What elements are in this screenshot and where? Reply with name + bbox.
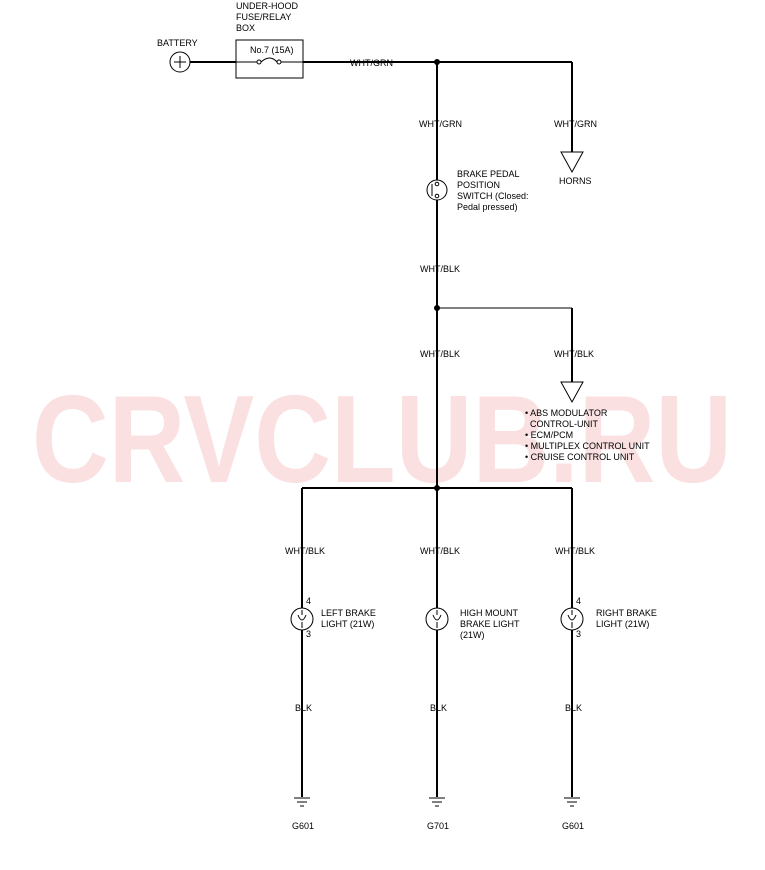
after-switch-label: WHT/BLK (420, 264, 460, 274)
ground-left-icon (294, 797, 310, 807)
ground-center-icon (429, 797, 445, 807)
watermark: CRVCLUB.RU (32, 371, 732, 509)
left-pin-top: 4 (306, 596, 311, 606)
right-pin-bottom: 3 (576, 629, 581, 639)
switch-label-4: Pedal pressed) (457, 202, 518, 212)
ground-left-label: G601 (292, 821, 314, 831)
modules-arrow-icon (560, 381, 584, 404)
module-3: • MULTIPLEX CONTROL UNIT (525, 441, 650, 451)
horns-arrow-icon (560, 151, 584, 174)
left-light-label-2: LIGHT (21W) (321, 619, 374, 629)
left-ground-wire-label: BLK (295, 703, 312, 713)
fuse-box-label-2: FUSE/RELAY (236, 12, 291, 22)
left-pin-bottom: 3 (306, 629, 311, 639)
fuse-label: No.7 (15A) (250, 45, 294, 55)
right-light-wire-label: WHT/BLK (555, 546, 595, 556)
modules-wire-label: WHT/BLK (554, 349, 594, 359)
module-1b: CONTROL-UNIT (530, 419, 598, 429)
right-light-label-1: RIGHT BRAKE (596, 608, 657, 618)
right-bulb-icon (560, 607, 584, 631)
module-4: • CRUISE CONTROL UNIT (525, 452, 635, 462)
right-light-label-2: LIGHT (21W) (596, 619, 649, 629)
center-light-label-2: BRAKE LIGHT (460, 619, 520, 629)
ground-right-label: G601 (562, 821, 584, 831)
main-wire-label: WHT/GRN (350, 58, 393, 68)
left-light-label-1: LEFT BRAKE (321, 608, 376, 618)
switch-feed-label: WHT/GRN (419, 119, 462, 129)
horns-label: HORNS (559, 176, 592, 186)
brake-pedal-switch-icon (426, 179, 448, 201)
ground-center-label: G701 (427, 821, 449, 831)
center-light-label-1: HIGH MOUNT (460, 608, 518, 618)
battery-label: BATTERY (157, 38, 198, 48)
right-ground-wire-label: BLK (565, 703, 582, 713)
ground-right-icon (564, 797, 580, 807)
center-light-label-3: (21W) (460, 630, 485, 640)
trunk-lower-label: WHT/BLK (420, 349, 460, 359)
center-bulb-icon (425, 607, 449, 631)
module-1: • ABS MODULATOR (525, 408, 608, 418)
switch-label-1: BRAKE PEDAL (457, 169, 520, 179)
battery-icon (169, 51, 191, 73)
left-bulb-icon (290, 607, 314, 631)
switch-label-3: SWITCH (Closed: (457, 191, 529, 201)
fuse-box-label-3: BOX (236, 23, 255, 33)
right-pin-top: 4 (576, 596, 581, 606)
module-2: • ECM/PCM (525, 430, 573, 440)
fuse-box (235, 39, 304, 79)
center-light-wire-label: WHT/BLK (420, 546, 460, 556)
switch-label-2: POSITION (457, 180, 500, 190)
left-light-wire-label: WHT/BLK (285, 546, 325, 556)
fuse-icon (236, 57, 303, 65)
center-ground-wire-label: BLK (430, 703, 447, 713)
horns-wire-label: WHT/GRN (554, 119, 597, 129)
fuse-box-label-1: UNDER-HOOD (236, 1, 298, 11)
